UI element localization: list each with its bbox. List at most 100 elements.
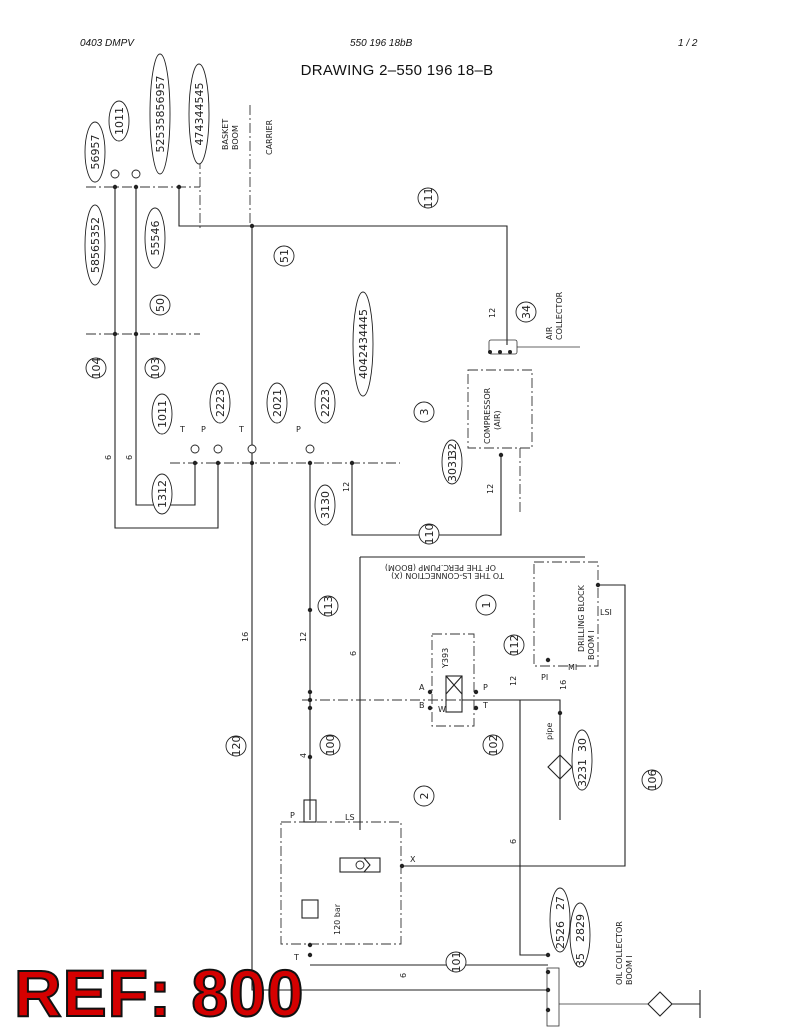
callout-label: 113 [322,596,335,617]
callout-label: 111 [422,188,435,209]
header-left: 0403 DMPV [80,38,134,49]
line-size-label: 12 [488,308,497,318]
line-ls [359,556,585,830]
callout-label: 2223 [214,389,227,417]
callout-label: 4042434445 [357,309,370,379]
callout-label: 103 [149,358,162,379]
line-120 [251,226,548,991]
oil-collector-label: BOOM I [625,955,634,985]
port-label: MI [568,663,577,672]
header-page-number: 1 / 2 [678,38,698,49]
ref-stamp: REF: 800 [13,956,305,1030]
line-size-labels: 6 6 12 12 16 12 6 4 6 6 12 12 16 [104,308,568,978]
air-collector-label: AIR [545,326,554,340]
callout-label: 1312 [156,480,169,508]
callout-label: 2223 [319,389,332,417]
callout-label: 2021 [271,389,284,417]
callout-label: 34 [520,305,533,319]
callout-label: 35 [574,953,587,967]
filter-symbol [547,754,573,780]
line-size-label: 16 [241,632,250,642]
header-center: 550 196 18bB [350,38,413,49]
callout-label: 1011 [113,107,126,135]
relief-pressure-label: 120 bar [333,903,342,935]
junction-dots [112,184,601,1013]
callout-label: 3130 [319,491,332,519]
callout-label: 30 [576,738,589,752]
callout-label: 112 [508,635,521,656]
callout-label: 100 [324,735,337,756]
port-label: PI [541,673,548,682]
relief-valve-symbol [301,899,319,919]
line-size-label: 6 [509,839,518,844]
callout-label: 110 [423,524,436,545]
line-size-label: 6 [125,455,134,460]
port-label: P [296,425,301,434]
drilling-block-label: BOOM I [587,630,596,660]
callout-label: 58565352 [89,217,102,273]
line-size-label: 6 [399,973,408,978]
callout-label: 52535856957 [154,76,167,153]
callout-label: 56957 [89,135,102,170]
line-102 [519,700,548,956]
oil-collector-label: OIL COLLECTOR [615,921,624,985]
callout-label: 2 [418,793,431,800]
port-label: P [290,811,295,820]
valve-1-box [431,633,475,727]
compressor-box [467,369,533,449]
callout-label: 3 [418,409,431,416]
drawing-title: DRAWING 2–550 196 18–B [300,62,494,79]
line-size-label: 12 [486,484,495,494]
drilling-block-label: DRILLING BLOCK [577,584,586,652]
port-label: P [201,425,206,434]
line-size-label: 6 [349,651,358,656]
valve-1-symbol [445,675,463,713]
ls-connection-note: TO THE LS-CONNECTION (X) [391,571,505,580]
callout-label: 106 [646,770,659,791]
line-111 [178,187,508,345]
port-label: W [438,705,446,714]
pipe-label: pipe [545,723,554,740]
drilling-block-box [533,561,599,667]
port-label: T [293,953,299,962]
oil-collector-filter [647,990,701,1018]
port-label: LSI [600,608,612,617]
port-label: T [238,425,244,434]
line-size-label: 16 [559,680,568,690]
line-size-label: 12 [509,676,518,686]
air-collector-label: COLLECTOR [555,291,564,340]
callout-label: 55546 [149,221,162,256]
callout-label: 27 [554,896,567,910]
line-104 [114,187,219,529]
callout-label: 2526 [554,921,567,949]
port-labels: T P T P A B P T W LS X P T PI MI LSI [179,425,612,962]
port-label: T [179,425,185,434]
compressor-label: COMPRESSOR [483,387,492,444]
line-106 [402,584,626,867]
oil-collector-block [546,967,560,1027]
port-label: T [482,701,488,710]
check-valve-symbol [339,857,381,873]
callout-texts: 56957 1011 52535856957 474344545 5856535… [89,76,659,973]
callout-label: 474344545 [193,83,206,146]
basket-boom-label: BASKET [221,119,230,150]
pump-unit-box [280,821,402,945]
port-label: X [410,855,416,864]
callout-label: 101 [450,952,463,973]
callout-label: 3231 [576,759,589,787]
line-110 [351,455,502,536]
callout-label: 104 [90,358,103,379]
callout-label: 51 [278,249,291,263]
port-label: B [419,701,425,710]
line-size-label: 12 [342,482,351,492]
callout-label: 3031 [446,454,459,482]
callout-label: 1 [480,602,493,609]
line-size-label: 6 [104,455,113,460]
callout-circles [84,53,663,973]
callout-label: 102 [487,735,500,756]
callout-label: 50 [154,298,167,312]
valve-code-label: Y393 [441,648,450,669]
callout-label: 2829 [574,914,587,942]
compressor-label: (AIR) [493,410,502,430]
